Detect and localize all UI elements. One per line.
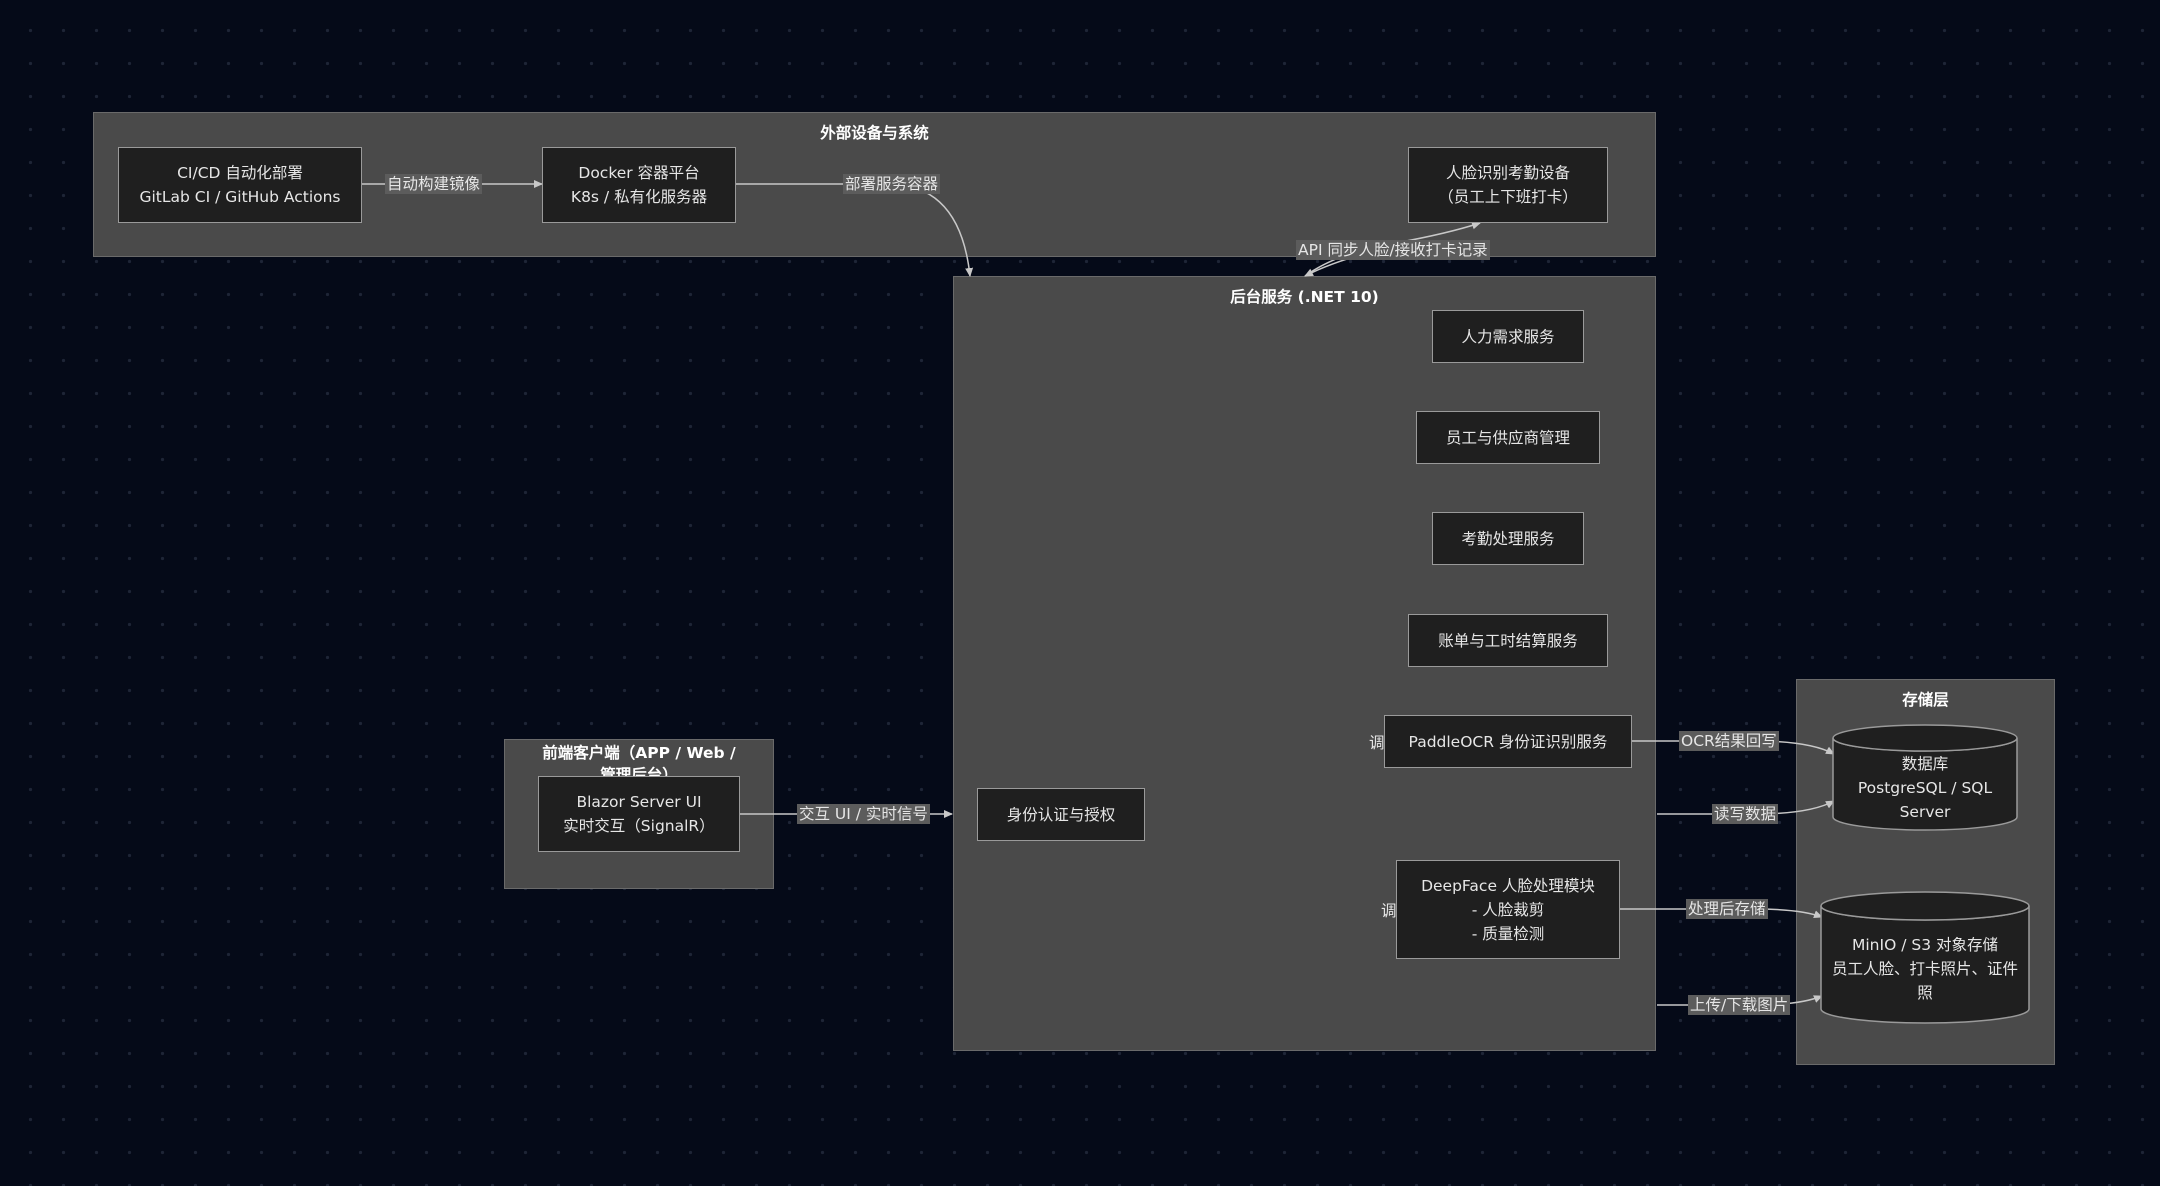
node-cicd-line1: CI/CD 自动化部署 — [177, 164, 303, 182]
node-docker-line2: K8s / 私有化服务器 — [570, 188, 708, 206]
minio-line2: 员工人脸、打卡照片、证件 — [1831, 959, 2018, 978]
database-line1: 数据库 — [1901, 754, 1949, 773]
database-line2: PostgreSQL / SQL Server — [1857, 778, 1993, 821]
cluster-title-backend: 后台服务 (.NET 10) — [1230, 288, 1379, 306]
node-docker-platform[interactable]: Docker 容器平台 K8s / 私有化服务器 — [542, 147, 736, 223]
edge-label-fragment-call-2: 调 — [1381, 902, 1397, 920]
edge-label-deploy-containers: 部署服务容器 — [843, 174, 941, 194]
node-face-attendance-device[interactable]: 人脸识别考勤设备 （员工上下班打卡） — [1408, 147, 1608, 223]
edge-label-ui-interaction: 交互 UI / 实时信号 — [797, 804, 930, 824]
node-blazor-line1: Blazor Server UI — [576, 793, 702, 811]
minio-line3: 照 — [1917, 983, 1933, 1002]
node-hr-demand-label: 人力需求服务 — [1461, 327, 1555, 346]
edge-label-build-image: 自动构建镜像 — [385, 174, 483, 194]
node-database[interactable]: 数据库 PostgreSQL / SQL Server — [1832, 724, 2018, 831]
edge-label-read-write: 读写数据 — [1712, 804, 1779, 824]
node-minio-object-storage[interactable]: MinIO / S3 对象存储 员工人脸、打卡照片、证件 照 — [1820, 891, 2030, 1024]
database-text: 数据库 PostgreSQL / SQL Server — [1832, 752, 2018, 823]
database-cylinder-shape — [1832, 724, 2018, 831]
node-deepface-module[interactable]: DeepFace 人脸处理模块 - 人脸裁剪 - 质量检测 — [1396, 860, 1620, 959]
node-billing-label: 账单与工时结算服务 — [1438, 631, 1578, 650]
node-blazor-line2: 实时交互（SignalR） — [563, 817, 715, 835]
edge-label-ocr-writeback: OCR结果回写 — [1679, 731, 1779, 751]
node-auth-service[interactable]: 身份认证与授权 — [977, 788, 1145, 841]
cluster-title-external: 外部设备与系统 — [820, 124, 929, 142]
minio-text: MinIO / S3 对象存储 员工人脸、打卡照片、证件 照 — [1820, 921, 2030, 1016]
node-paddleocr-service[interactable]: PaddleOCR 身份证识别服务 — [1384, 715, 1632, 768]
node-employee-supplier-label: 员工与供应商管理 — [1445, 428, 1570, 447]
minio-cylinder-shape — [1820, 891, 2030, 1024]
node-attendance-label: 考勤处理服务 — [1461, 529, 1555, 548]
node-face-device-line2: （员工上下班打卡） — [1438, 188, 1578, 206]
node-cicd-line2: GitLab CI / GitHub Actions — [139, 188, 341, 206]
edge-docker-to-backend — [735, 183, 974, 277]
node-employee-supplier-management[interactable]: 员工与供应商管理 — [1416, 411, 1600, 464]
node-face-device-line1: 人脸识别考勤设备 — [1445, 164, 1570, 182]
node-billing-service[interactable]: 账单与工时结算服务 — [1408, 614, 1608, 667]
node-deepface-line1: DeepFace 人脸处理模块 — [1421, 876, 1595, 895]
edge-label-processed-store: 处理后存储 — [1686, 899, 1768, 919]
edge-label-upload-download: 上传/下载图片 — [1688, 995, 1791, 1015]
node-hr-demand-service[interactable]: 人力需求服务 — [1432, 310, 1584, 363]
node-attendance-service[interactable]: 考勤处理服务 — [1432, 512, 1584, 565]
node-blazor-server-ui[interactable]: Blazor Server UI 实时交互（SignalR） — [538, 776, 740, 852]
cluster-title-storage: 存储层 — [1902, 691, 1949, 709]
node-paddleocr-label: PaddleOCR 身份证识别服务 — [1408, 732, 1608, 751]
cluster-title-frontend-line1: 前端客户端（APP / Web / — [542, 744, 736, 762]
edge-label-api-sync: API 同步人脸/接收打卡记录 — [1296, 240, 1490, 260]
node-docker-line1: Docker 容器平台 — [578, 164, 700, 182]
node-cicd[interactable]: CI/CD 自动化部署 GitLab CI / GitHub Actions — [118, 147, 362, 223]
edge-label-fragment-call-1: 调 — [1369, 734, 1385, 752]
node-deepface-line2: - 人脸裁剪 — [1471, 900, 1545, 919]
node-auth-label: 身份认证与授权 — [1006, 805, 1116, 824]
minio-line1: MinIO / S3 对象存储 — [1852, 935, 1998, 954]
node-deepface-line3: - 质量检测 — [1471, 924, 1545, 943]
